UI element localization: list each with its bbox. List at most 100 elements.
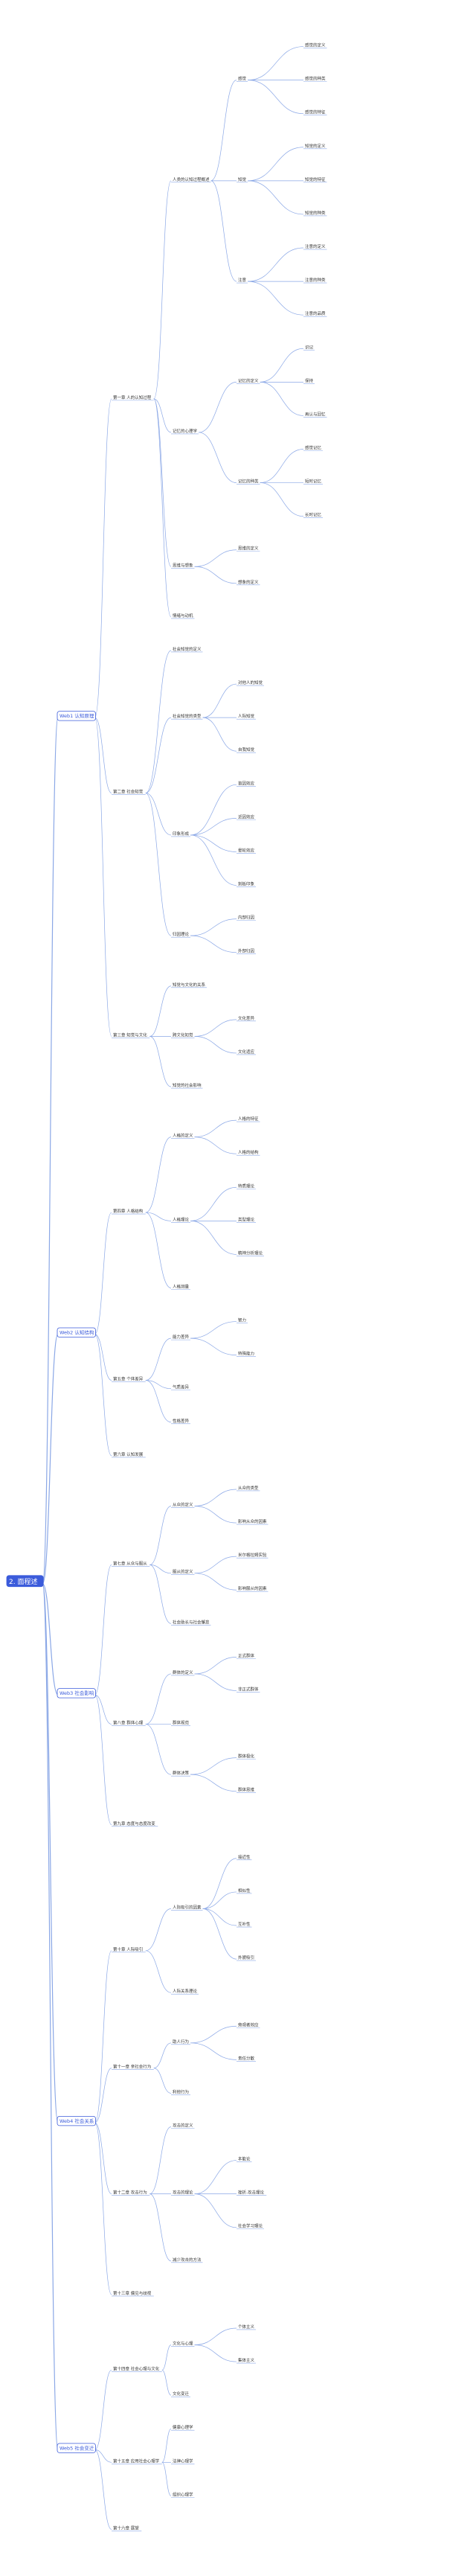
topic-node[interactable]: 文化变迁 <box>171 2391 190 2397</box>
topic-node[interactable]: 性格差异 <box>171 1418 190 1425</box>
topic-node[interactable]: 情绪与动机 <box>171 613 195 619</box>
topic-node[interactable]: 群体决策 <box>171 1770 190 1777</box>
topic-node[interactable]: 正式群体 <box>237 1652 256 1659</box>
topic-node[interactable]: 第六章 认知发展 <box>112 1451 146 1458</box>
topic-node[interactable]: 对他人的知觉 <box>237 680 264 686</box>
topic-node[interactable]: 社会知觉的类型 <box>171 713 203 720</box>
topic-node[interactable]: 第十六章 展望 <box>112 2525 142 2531</box>
topic-node[interactable]: 人格理论 <box>171 1216 190 1223</box>
topic-node[interactable]: 相似性 <box>237 1888 252 1894</box>
topic-node[interactable]: 集体主义 <box>237 2357 256 2364</box>
topic-node[interactable]: 印象形成 <box>171 831 190 837</box>
topic-node[interactable]: 能力差异 <box>171 1334 190 1340</box>
topic-node[interactable]: 首因效应 <box>237 780 256 787</box>
topic-node[interactable]: 思维与想象 <box>171 562 195 569</box>
topic-node[interactable]: 第五章 个体差异 <box>112 1375 146 1382</box>
topic-node[interactable]: 米尔格拉姆实验 <box>237 1552 268 1559</box>
topic-node[interactable]: 短时记忆 <box>303 479 323 485</box>
topic-node[interactable]: 感觉记忆 <box>303 445 323 451</box>
topic-node[interactable]: 影响从众的因素 <box>237 1518 268 1525</box>
topic-node[interactable]: 组织心理学 <box>171 2491 195 2498</box>
topic-node[interactable]: 群体的定义 <box>171 1669 195 1676</box>
topic-node[interactable]: 类型理论 <box>237 1216 256 1223</box>
topic-node[interactable]: 第八章 群体心理 <box>112 1720 146 1726</box>
topic-node[interactable]: 文化差异 <box>237 1015 256 1022</box>
topic-node[interactable]: 知觉的特征 <box>303 176 327 183</box>
topic-node[interactable]: 思维的定义 <box>237 546 260 552</box>
topic-node[interactable]: 法律心理学 <box>171 2458 195 2464</box>
topic-node[interactable]: 再认与回忆 <box>303 411 327 418</box>
topic-node[interactable]: 社会助长与社会懈怠 <box>171 1619 211 1626</box>
topic-node[interactable]: 知觉与文化的关系 <box>171 982 207 988</box>
topic-node[interactable]: 健康心理学 <box>171 2424 195 2431</box>
topic-node[interactable]: 第十四章 社会心理与文化 <box>112 2365 162 2372</box>
topic-node[interactable]: 记忆的定义 <box>237 377 260 384</box>
topic-node[interactable]: 内部归因 <box>237 915 256 921</box>
topic-node[interactable]: 刻板印象 <box>237 881 256 887</box>
topic-node[interactable]: 注意的品质 <box>303 310 327 317</box>
branch-node[interactable]: Web1 认知原理 <box>57 711 96 721</box>
topic-node[interactable]: 智力 <box>237 1317 248 1323</box>
topic-node[interactable]: 跨文化知觉 <box>171 1032 195 1038</box>
topic-node[interactable]: 第四章 人格结构 <box>112 1208 146 1215</box>
topic-node[interactable]: 感觉的种类 <box>303 76 327 82</box>
topic-node[interactable]: 攻击的定义 <box>171 2123 195 2129</box>
topic-node[interactable]: 文化与心理 <box>171 2341 195 2347</box>
topic-node[interactable]: 服从的定义 <box>171 1569 195 1575</box>
topic-node[interactable]: 群体规范 <box>171 1720 190 1726</box>
topic-node[interactable]: 气质差异 <box>171 1384 190 1391</box>
topic-node[interactable]: 挫折-攻击理论 <box>237 2190 267 2196</box>
topic-node[interactable]: 识记 <box>303 345 315 351</box>
topic-node[interactable]: 感觉的特征 <box>303 109 327 115</box>
topic-node[interactable]: 特质理论 <box>237 1183 256 1189</box>
topic-node[interactable]: 第一章 人的认知过程 <box>112 394 154 401</box>
topic-node[interactable]: 记忆的心理学 <box>171 428 199 435</box>
topic-node[interactable]: 感觉的定义 <box>303 42 327 48</box>
topic-node[interactable]: 非正式群体 <box>237 1686 260 1693</box>
topic-node[interactable]: 影响服从的因素 <box>237 1585 268 1592</box>
topic-node[interactable]: 知觉 <box>237 176 248 183</box>
branch-node[interactable]: Web4 社会关系 <box>57 2115 96 2126</box>
topic-node[interactable]: 外貌吸引 <box>237 1955 256 1961</box>
topic-node[interactable]: 文化适应 <box>237 1049 256 1055</box>
root-node[interactable]: 2. 面程述 <box>6 1575 44 1588</box>
topic-node[interactable]: 外部归因 <box>237 948 256 954</box>
topic-node[interactable]: 人格测量 <box>171 1284 190 1290</box>
topic-node[interactable]: 社会学习理论 <box>237 2223 264 2230</box>
topic-node[interactable]: 第九章 态度与态度改变 <box>112 1821 158 1827</box>
topic-node[interactable]: 责任分散 <box>237 2055 256 2062</box>
topic-node[interactable]: 从众的类型 <box>237 1485 260 1492</box>
topic-node[interactable]: 注意的定义 <box>303 243 327 250</box>
topic-node[interactable]: 第十章 人际吸引 <box>112 1946 146 1953</box>
topic-node[interactable]: 第十一章 亲社会行为 <box>112 2064 154 2070</box>
topic-node[interactable]: 第十二章 攻击行为 <box>112 2190 150 2196</box>
topic-node[interactable]: 知觉的定义 <box>303 143 327 150</box>
topic-node[interactable]: 人际关系理论 <box>171 1988 199 1995</box>
topic-node[interactable]: 从众的定义 <box>171 1502 195 1508</box>
topic-node[interactable]: 群体极化 <box>237 1754 256 1760</box>
topic-node[interactable]: 自我知觉 <box>237 747 256 753</box>
topic-node[interactable]: 第十五章 应用社会心理学 <box>112 2458 162 2464</box>
topic-node[interactable]: 人际知觉 <box>237 713 256 720</box>
topic-node[interactable]: 精神分析理论 <box>237 1250 264 1256</box>
topic-node[interactable]: 人格的特征 <box>237 1116 260 1122</box>
topic-node[interactable]: 人格的定义 <box>171 1133 195 1139</box>
branch-node[interactable]: Web5 社会变迁 <box>57 2443 96 2453</box>
topic-node[interactable]: 记忆的种类 <box>237 479 260 485</box>
topic-node[interactable]: 第三章 知觉与文化 <box>112 1032 150 1038</box>
topic-node[interactable]: 人格的结构 <box>237 1149 260 1156</box>
topic-node[interactable]: 个体主义 <box>237 2324 256 2330</box>
topic-node[interactable]: 第十三章 偏见与歧视 <box>112 2290 154 2297</box>
branch-node[interactable]: Web3 社会影响 <box>57 1688 96 1698</box>
topic-node[interactable]: 第七章 从众与服从 <box>112 1560 150 1567</box>
topic-node[interactable]: 知觉的社会影响 <box>171 1082 203 1089</box>
topic-node[interactable]: 群体思维 <box>237 1787 256 1793</box>
topic-node[interactable]: 知觉的种类 <box>303 210 327 217</box>
topic-node[interactable]: 攻击的理论 <box>171 2190 195 2196</box>
topic-node[interactable]: 注意 <box>237 277 248 284</box>
topic-node[interactable]: 社会知觉的定义 <box>171 646 203 653</box>
topic-node[interactable]: 助人行为 <box>171 2039 190 2045</box>
topic-node[interactable]: 减少攻击的方法 <box>171 2257 203 2263</box>
topic-node[interactable]: 晕轮效应 <box>237 847 256 854</box>
branch-node[interactable]: Web2 认知结构 <box>57 1327 96 1337</box>
